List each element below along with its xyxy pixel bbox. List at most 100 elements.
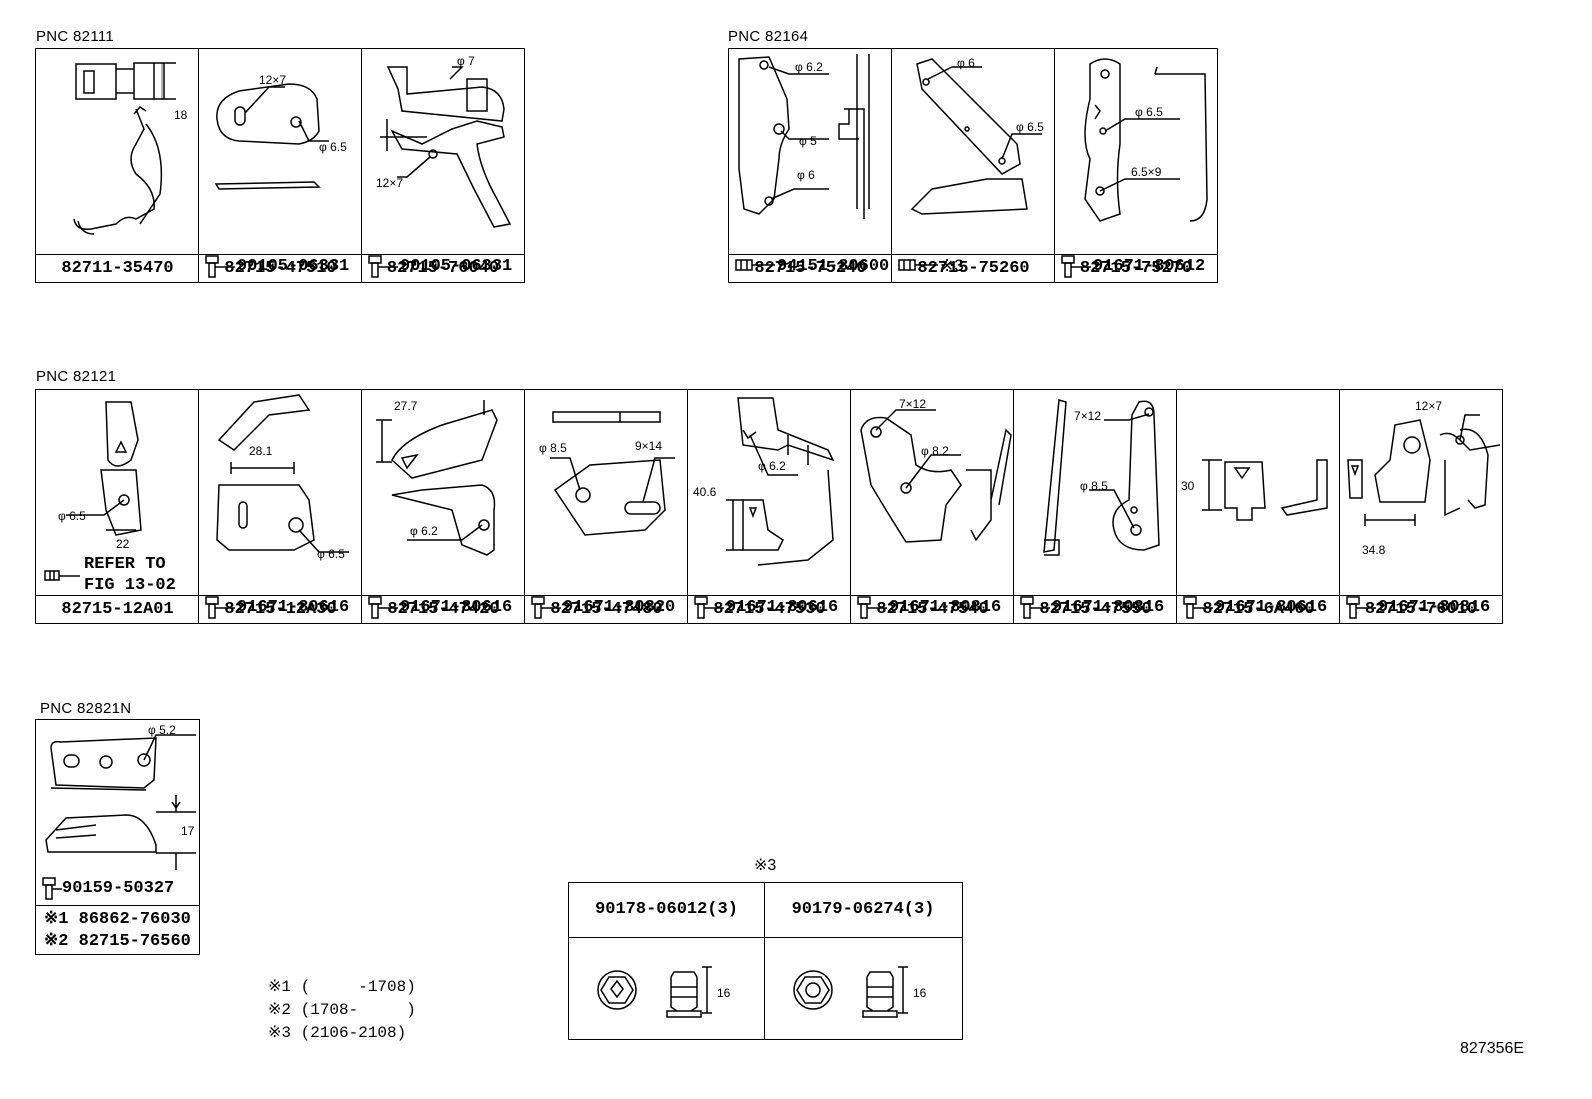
- part-cell[interactable]: φ 6.2 φ 5 φ 6 94151-80600 82715-75240: [729, 49, 892, 282]
- bolt-icon: [857, 596, 887, 619]
- part-number: 82715-47480: [550, 600, 663, 619]
- hardware-note-ref: ※3: [940, 256, 964, 275]
- hardware-callout: ※3: [896, 254, 964, 278]
- dim-label: φ 5.2: [148, 723, 176, 737]
- part-number: 82715-12A30: [224, 600, 337, 619]
- dim-label: φ 6.2: [795, 60, 823, 74]
- part-number-row: 82715-47540: [851, 595, 1013, 623]
- part-number-row: 82715-47420: [362, 595, 524, 623]
- variant-row: ※2 82715-76560: [44, 932, 191, 951]
- note3-cell[interactable]: 16: [569, 937, 765, 1039]
- hardware-callout: 91671-80616: [203, 595, 349, 619]
- hardware-part-number: 91671-80616: [400, 597, 513, 617]
- part-cell[interactable]: φ 7 12×7 90105-06331 82715-76040: [362, 49, 524, 282]
- bolt-icon: [1061, 255, 1091, 278]
- part-cell[interactable]: 28.1 φ 6.5 91671-80616 82715-12A30: [199, 390, 362, 623]
- bracket-diagram: φ 6.2 40.6: [693, 397, 835, 566]
- legend-note-1: ※1 ( -1708): [268, 978, 416, 996]
- group-82121: φ 6.5 22 REFER TO FIG 13-02 82715-12A01 …: [35, 389, 1503, 624]
- hardware-part-number: 91671-80616: [237, 597, 350, 617]
- bracket-diagram: 12×7 34.8: [1347, 399, 1501, 557]
- part-cell[interactable]: φ 8.5 9×14 91671-80820 82715-47480: [525, 390, 688, 623]
- dim-label: φ 6.5: [58, 509, 86, 523]
- dim-label: 12×7: [1415, 399, 1442, 413]
- part-number-row: 82715-47510: [199, 254, 361, 282]
- part-number: 82715-47420: [387, 600, 500, 619]
- bracket-diagram: 7×12 φ 8.5: [1043, 399, 1160, 556]
- dim-label: φ 6: [957, 56, 975, 70]
- hardware-callout: 91671-80616: [692, 595, 838, 619]
- bolt-icon: [205, 596, 235, 619]
- hardware-callout: 91671-80816: [1018, 595, 1164, 619]
- part-cell[interactable]: φ 6.2 40.6 91671-80616 82715-47530: [688, 390, 851, 623]
- dim-label: 22: [116, 537, 130, 551]
- part-cell[interactable]: φ 6.5 22 REFER TO FIG 13-02 82715-12A01: [36, 390, 199, 623]
- part-cell[interactable]: 7×12 φ 8.5 91671-80816 82715-47550: [1014, 390, 1177, 623]
- dim-label: 16: [717, 986, 731, 1000]
- bolt-icon: [368, 596, 398, 619]
- bracket-diagram: φ 6.2 φ 5 φ 6: [738, 54, 870, 219]
- hardware-callout: 91671-80616: [366, 595, 512, 619]
- hardware-part-number: 91671-80816: [1378, 597, 1491, 617]
- bracket-diagram: φ 6.5 6.5×9: [1084, 58, 1208, 222]
- dim-label: φ 5: [799, 134, 817, 148]
- note3-title: ※3: [754, 857, 777, 874]
- part-number-row: 82715-75270: [1055, 254, 1217, 282]
- note3-header: 90178-06012(3): [569, 883, 765, 937]
- dim-label: 7×12: [1074, 409, 1101, 423]
- bracket-diagram: 30: [1181, 459, 1328, 521]
- part-cell[interactable]: 18 82711-35470: [36, 49, 199, 282]
- hardware-callout: 90105-06331: [366, 254, 512, 278]
- dim-label: φ 6.5: [319, 140, 347, 154]
- part-number-row: 82715-75240: [729, 254, 891, 282]
- dim-label: 12×7: [259, 73, 286, 87]
- hardware-part-number: 90159-50327: [62, 878, 175, 898]
- bracket-diagram: 27.7 φ 6.2: [376, 399, 498, 556]
- pnc-label-82121: PNC 82121: [36, 368, 117, 385]
- note3-header-row: 90178-06012(3) 90179-06274(3): [569, 883, 962, 938]
- part-cell[interactable]: 30 91671-80616 82715-6A460: [1177, 390, 1340, 623]
- part-number: 82715-76010: [1364, 600, 1478, 619]
- bracket-diagram: φ 6.5 22: [58, 401, 142, 551]
- hardware-part-number: 91671-80612: [1093, 256, 1206, 276]
- part-number-row: 82715-75260: [892, 254, 1054, 282]
- hardware-callout: 91671-80612: [1059, 254, 1205, 278]
- bolt-icon: [42, 877, 62, 900]
- part-number: 82715-75270: [1079, 259, 1193, 278]
- part-number-row: 82715-76010: [1340, 595, 1502, 623]
- bolt-icon: [1020, 596, 1050, 619]
- bracket-diagram: 12×7 φ 6.5: [214, 73, 347, 190]
- part-number: 82715-75240: [754, 259, 867, 278]
- dim-label: 30: [1181, 479, 1195, 493]
- part-number: 82715-6A460: [1202, 600, 1315, 619]
- hardware-part-number: 94151-80600: [777, 256, 890, 276]
- part-cell[interactable]: 12×7 φ 6.5 90105-06331 82715-47510: [199, 49, 362, 282]
- bolt-icon: [531, 596, 561, 619]
- dim-label: φ 8.5: [1080, 479, 1108, 493]
- note3-table: 90178-06012(3) 90179-06274(3) 16 16: [568, 882, 963, 1040]
- hardware-part-number: 90105-06331: [400, 256, 513, 276]
- dim-label: φ 6.5: [1135, 105, 1163, 119]
- part-cell[interactable]: 12×7 34.8 91671-80816 82715-76010: [1340, 390, 1502, 623]
- part-cell[interactable]: 7×12 φ 8.2 91671-80816 82715-47540: [851, 390, 1014, 623]
- hardware-callout: 91671-80616: [1181, 595, 1327, 619]
- hardware-part-number: 91671-80616: [1215, 597, 1328, 617]
- note3-cell[interactable]: 16: [765, 937, 961, 1039]
- part-cell[interactable]: 27.7 φ 6.2 91671-80616 82715-47420: [362, 390, 525, 623]
- hardware-callout: 90159-50327: [40, 876, 174, 900]
- part-number: 82715-47550: [1039, 600, 1152, 619]
- bracket-diagram: 28.1 φ 6.5: [216, 394, 349, 561]
- part-cell[interactable]: φ 6.5 6.5×9 91671-80612 82715-75270: [1055, 49, 1217, 282]
- bracket-diagram: φ 7 12×7: [376, 54, 512, 228]
- hardware-part-number: 91671-80816: [889, 597, 1002, 617]
- part-number: 82715-76040: [386, 259, 500, 278]
- part-number: 82711-35470: [61, 259, 174, 278]
- pnc-label-82821N: PNC 82821N: [40, 700, 132, 717]
- part-cell[interactable]: φ 6 φ 6.5 ※3 82715-75260: [892, 49, 1055, 282]
- part-number-row: 82715-76040: [362, 254, 524, 282]
- part-number-row: 82715-12A01: [36, 595, 198, 623]
- hardware-callout: 90105-06331: [203, 254, 349, 278]
- bracket-diagram: 7×12 φ 8.2: [860, 397, 1012, 543]
- group-82821N[interactable]: φ 5.2 17 90159-50327 ※1 86862-76030 ※2 8…: [35, 719, 200, 955]
- bolt-icon: [205, 255, 235, 278]
